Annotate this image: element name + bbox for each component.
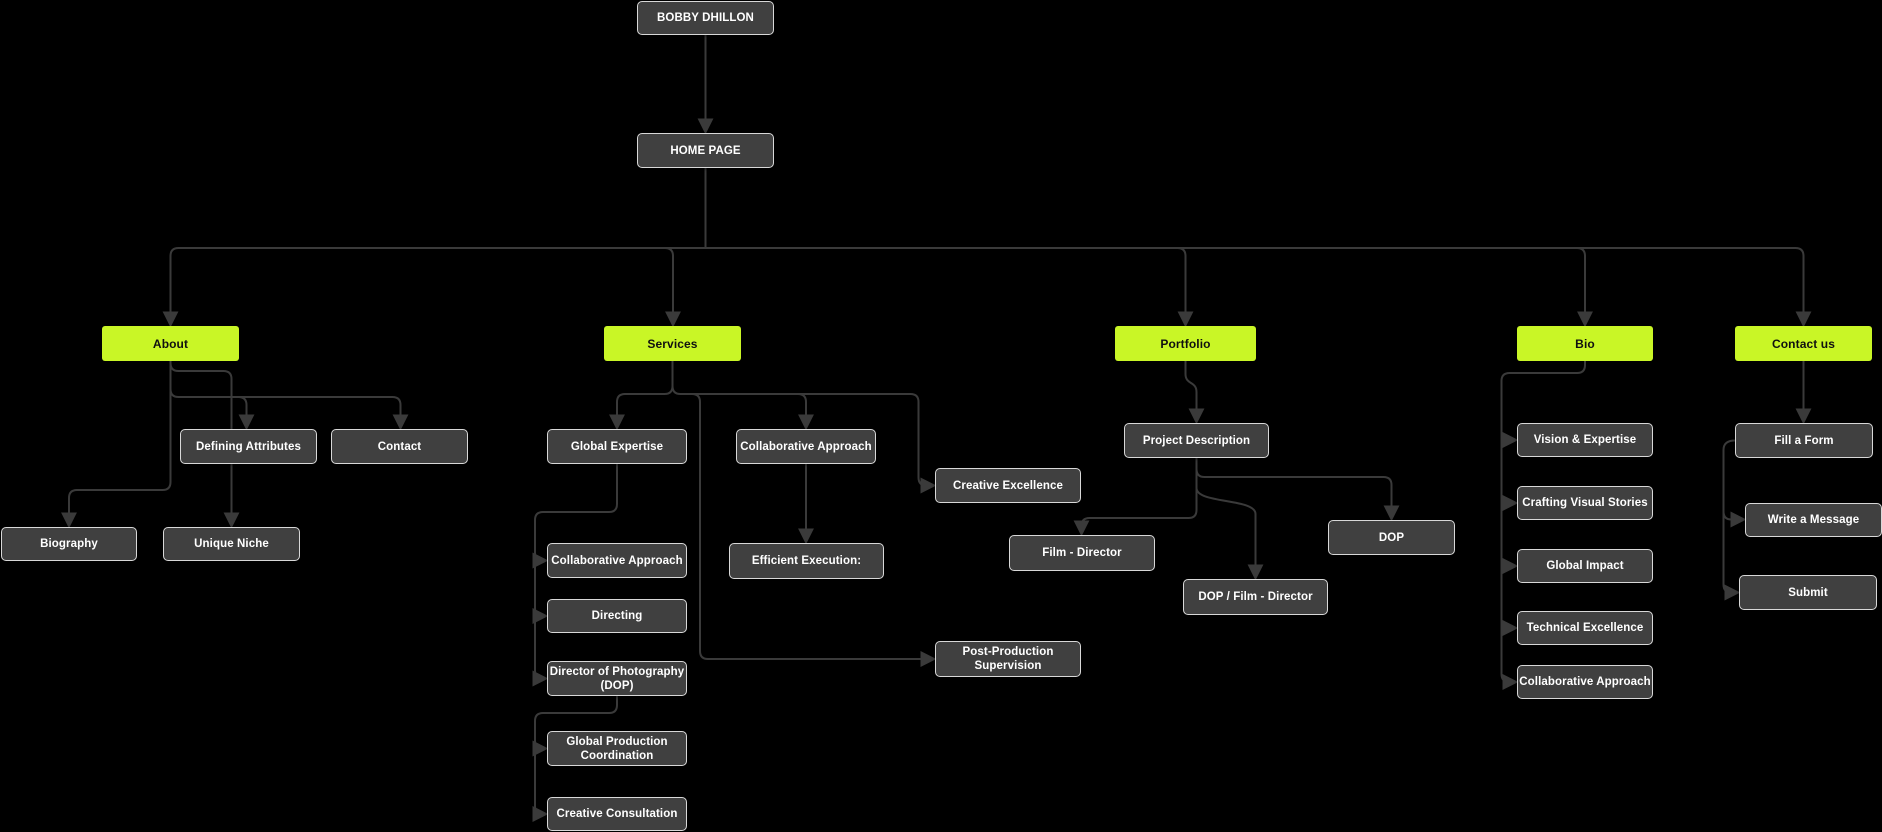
node-portfolio[interactable]: Portfolio — [1115, 326, 1256, 361]
node-label: Technical Excellence — [1526, 622, 1644, 634]
node-director-of-photography[interactable]: Director of Photography(DOP) — [547, 661, 687, 696]
connector-project-description--dop-film-director — [1195, 458, 1264, 581]
node-project-description[interactable]: Project Description — [1124, 423, 1269, 458]
node-collaborative-approach-expertise[interactable]: Collaborative Approach — [547, 543, 687, 578]
connector-services--global-expertise — [609, 361, 674, 431]
connector-director-of-photography--global-production-coordination — [532, 740, 549, 757]
node-dop[interactable]: DOP — [1328, 520, 1455, 555]
node-contact[interactable]: Contact — [331, 429, 468, 464]
node-label: Bio — [1575, 336, 1595, 351]
node-label: Collaborative Approach — [1519, 676, 1651, 688]
node-efficient-execution[interactable]: Efficient Execution: — [729, 543, 884, 579]
node-label: Services — [647, 336, 698, 351]
node-collaborative-approach-bio[interactable]: Collaborative Approach — [1517, 665, 1653, 699]
node-global-expertise[interactable]: Global Expertise — [547, 429, 687, 464]
connector-home-page--portfolio — [1177, 247, 1194, 328]
node-collaborative-approach-services[interactable]: Collaborative Approach — [736, 429, 876, 464]
connector-fill-a-form--submit — [1722, 439, 1741, 601]
connector-director-of-photography--creative-consultation — [532, 696, 618, 822]
node-directing[interactable]: Directing — [547, 599, 687, 633]
node-label: Collaborative Approach — [740, 440, 872, 453]
node-unique-niche[interactable]: Unique Niche — [163, 527, 300, 561]
node-crafting-visual-stories[interactable]: Crafting Visual Stories — [1517, 486, 1653, 520]
connector-bio--collaborative-approach-bio — [1500, 361, 1586, 690]
connector-home-page--services — [664, 247, 681, 328]
node-about[interactable]: About — [102, 326, 239, 361]
node-film-director[interactable]: Film - Director — [1009, 535, 1155, 571]
node-technical-excellence[interactable]: Technical Excellence — [1517, 611, 1653, 645]
connector-bio--vision-expertise — [1500, 431, 1519, 448]
node-label: Submit — [1788, 586, 1828, 599]
connector-portfolio--project-description — [1184, 361, 1205, 425]
node-label: (DOP) — [600, 679, 634, 692]
node-label: Coordination — [580, 749, 654, 762]
node-label: Creative Consultation — [556, 808, 678, 820]
node-label: Defining Attributes — [196, 440, 301, 453]
node-label: Portfolio — [1160, 336, 1211, 351]
connector-bio--global-impact — [1500, 557, 1519, 574]
connector-global-expertise--directing — [532, 607, 549, 624]
node-label: Fill a Form — [1774, 434, 1834, 447]
node-creative-consultation[interactable]: Creative Consultation — [547, 797, 687, 831]
node-label: Global Production — [566, 735, 668, 748]
connector-project-description--film-director — [1073, 458, 1198, 537]
connector-bio--technical-excellence — [1500, 619, 1519, 636]
connector-home-page--about — [162, 247, 706, 328]
node-label: Unique Niche — [194, 538, 269, 550]
connector-services--creative-excellence — [671, 385, 937, 494]
node-label: Project Description — [1142, 434, 1251, 447]
node-label: Collaborative Approach — [551, 554, 683, 567]
node-label: BOBBY DHILLON — [657, 12, 754, 24]
node-label: DOP — [1378, 531, 1405, 544]
node-bio[interactable]: Bio — [1517, 326, 1653, 361]
node-label: Efficient Execution: — [751, 555, 862, 567]
node-contact-us[interactable]: Contact us — [1735, 326, 1872, 361]
node-label: Directing — [591, 610, 643, 622]
node-label: About — [152, 336, 189, 351]
node-label: Biography — [40, 538, 98, 550]
node-label: Global Impact — [1546, 560, 1624, 572]
node-dop-film-director[interactable]: DOP / Film - Director — [1183, 579, 1328, 615]
node-label: Film - Director — [1042, 547, 1122, 559]
node-label: HOME PAGE — [670, 144, 741, 157]
node-biography[interactable]: Biography — [1, 527, 137, 561]
connector-about--unique-niche — [169, 362, 240, 529]
node-label: Write a Message — [1767, 514, 1860, 526]
node-label: Global Expertise — [570, 440, 664, 453]
connector-about--biography — [61, 361, 172, 529]
node-services[interactable]: Services — [604, 326, 741, 361]
node-write-a-message[interactable]: Write a Message — [1745, 503, 1882, 537]
connector-global-expertise--collaborative-approach-expertise — [532, 552, 549, 569]
connector-services--collaborative-approach-services — [797, 393, 814, 431]
connector-home-page--bio — [1576, 247, 1593, 328]
node-label: Vision & Expertise — [1533, 434, 1637, 446]
connector-bio--crafting-visual-stories — [1500, 494, 1519, 511]
connector-home-page--contact-us — [705, 247, 1812, 328]
node-label: DOP / Film - Director — [1198, 591, 1313, 603]
node-label: Post-Production — [962, 646, 1054, 658]
node-label: Contact us — [1771, 336, 1835, 351]
node-label: Supervision — [974, 660, 1042, 672]
connector-about--defining-attributes — [238, 396, 255, 431]
connector-about--contact — [169, 388, 409, 431]
node-label: Crafting Visual Stories — [1522, 497, 1648, 509]
connector-services--post-production-supervision — [691, 393, 937, 667]
connector-fill-a-form--write-a-message — [1722, 511, 1747, 528]
connector-project-description--dop — [1195, 458, 1400, 522]
connector-global-expertise--director-of-photography — [532, 464, 618, 687]
node-label: Contact — [377, 440, 422, 453]
node-defining-attributes[interactable]: Defining Attributes — [180, 429, 317, 464]
node-bobby-dhillon[interactable]: BOBBY DHILLON — [637, 1, 774, 35]
node-vision-expertise[interactable]: Vision & Expertise — [1517, 423, 1653, 457]
node-label: Creative Excellence — [953, 479, 1063, 492]
node-fill-a-form[interactable]: Fill a Form — [1735, 423, 1873, 458]
node-global-impact[interactable]: Global Impact — [1517, 549, 1653, 583]
node-home-page[interactable]: HOME PAGE — [637, 133, 774, 168]
node-creative-excellence[interactable]: Creative Excellence — [935, 468, 1081, 503]
node-label: Director of Photography — [549, 665, 685, 678]
node-submit[interactable]: Submit — [1739, 575, 1877, 610]
